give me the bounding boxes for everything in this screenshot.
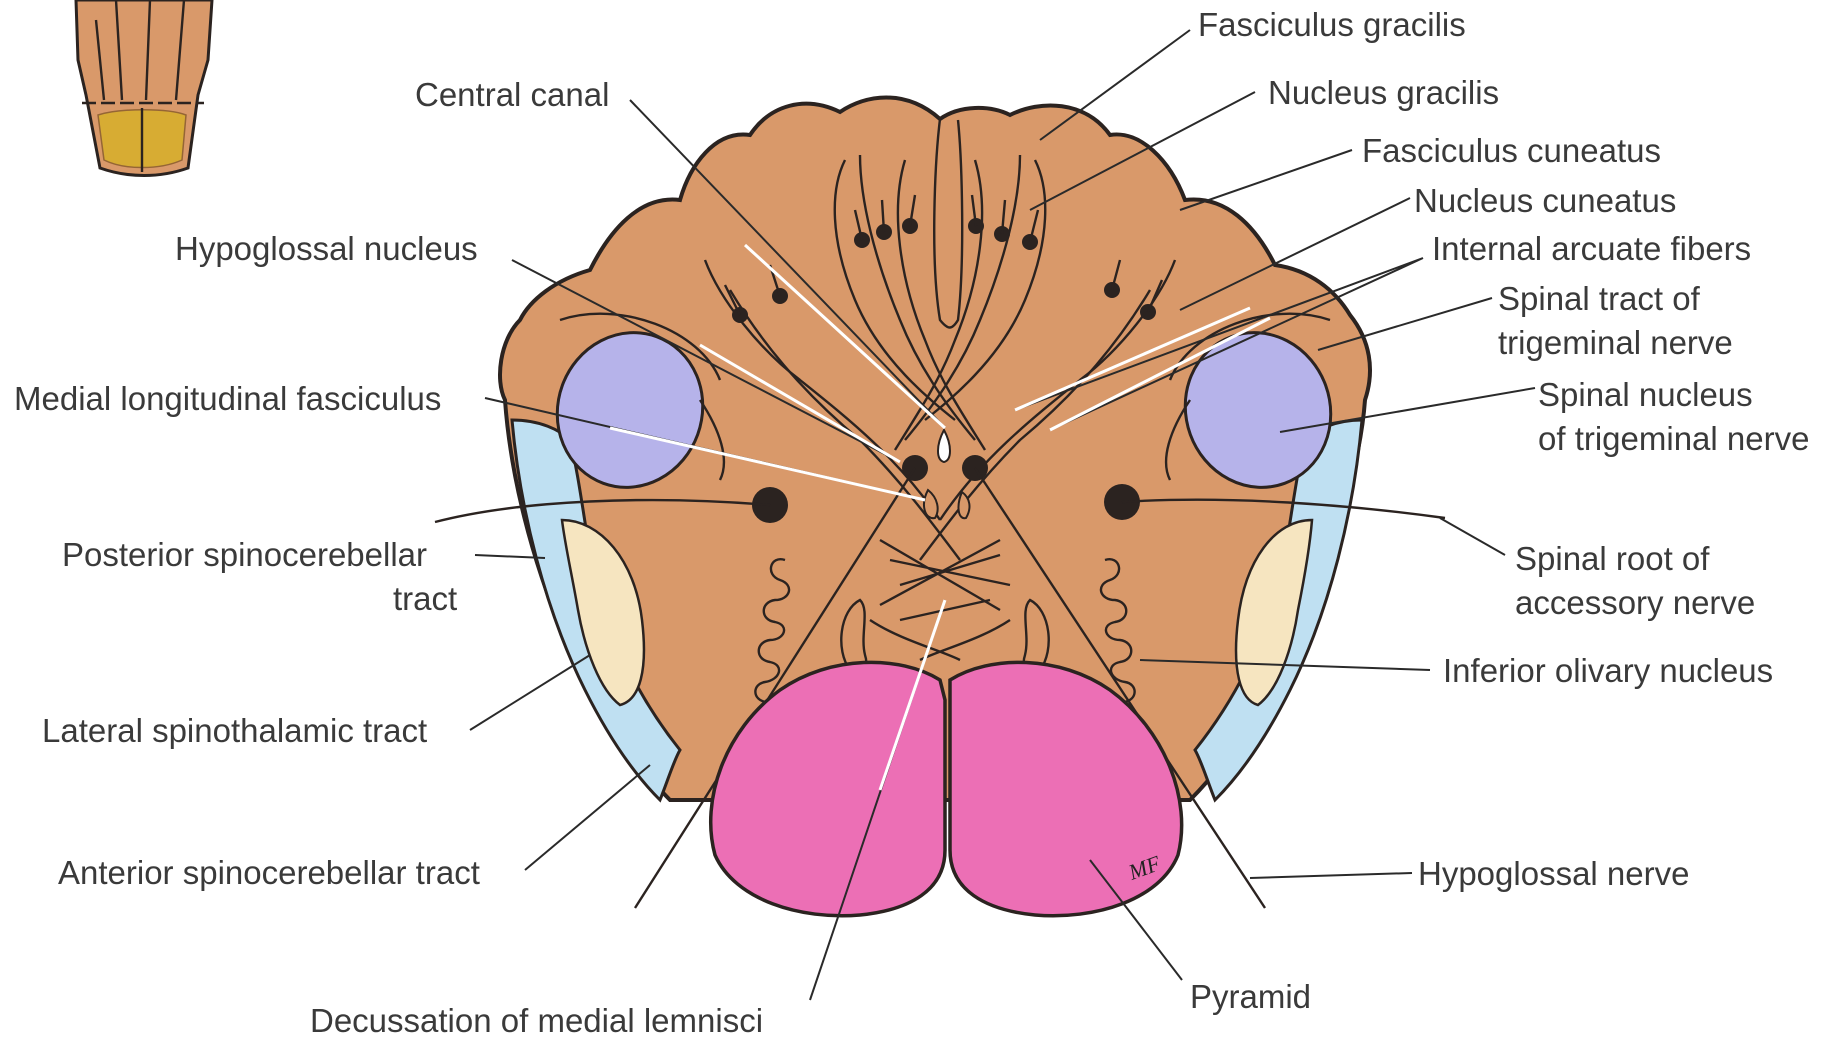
label-anterior-spinocerebellar-tract: Anterior spinocerebellar tract <box>58 854 480 891</box>
label-pyramid: Pyramid <box>1190 978 1311 1015</box>
brainstem-level-inset <box>76 0 212 176</box>
label-spinal-tract-trigeminal-line2: trigeminal nerve <box>1498 324 1733 361</box>
label-posterior-spinocerebellar-line1: Posterior spinocerebellar <box>62 536 427 573</box>
label-fasciculus-gracilis: Fasciculus gracilis <box>1198 6 1466 43</box>
label-central-canal: Central canal <box>415 76 609 113</box>
label-inferior-olivary-nucleus: Inferior olivary nucleus <box>1443 652 1773 689</box>
label-decussation-medial-lemnisci: Decussation of medial lemnisci <box>310 1002 763 1039</box>
label-spinal-root-accessory-line1: Spinal root of <box>1515 540 1710 577</box>
label-internal-arcuate-fibers: Internal arcuate fibers <box>1432 230 1751 267</box>
label-fasciculus-cuneatus: Fasciculus cuneatus <box>1362 132 1661 169</box>
label-medial-longitudinal-fasciculus: Medial longitudinal fasciculus <box>14 380 441 417</box>
label-spinal-tract-trigeminal-line1: Spinal tract of <box>1498 280 1701 317</box>
label-nucleus-cuneatus: Nucleus cuneatus <box>1414 182 1676 219</box>
medulla-section: MF <box>435 98 1445 916</box>
label-spinal-nucleus-trigeminal-line2: of trigeminal nerve <box>1538 420 1809 457</box>
label-spinal-root-accessory-line2: accessory nerve <box>1515 584 1755 621</box>
label-nucleus-gracilis: Nucleus gracilis <box>1268 74 1499 111</box>
label-hypoglossal-nerve: Hypoglossal nerve <box>1418 855 1689 892</box>
label-spinal-nucleus-trigeminal-line1: Spinal nucleus <box>1538 376 1753 413</box>
label-hypoglossal-nucleus: Hypoglossal nucleus <box>175 230 478 267</box>
label-posterior-spinocerebellar-line2: tract <box>393 580 457 617</box>
label-lateral-spinothalamic-tract: Lateral spinothalamic tract <box>42 712 427 749</box>
